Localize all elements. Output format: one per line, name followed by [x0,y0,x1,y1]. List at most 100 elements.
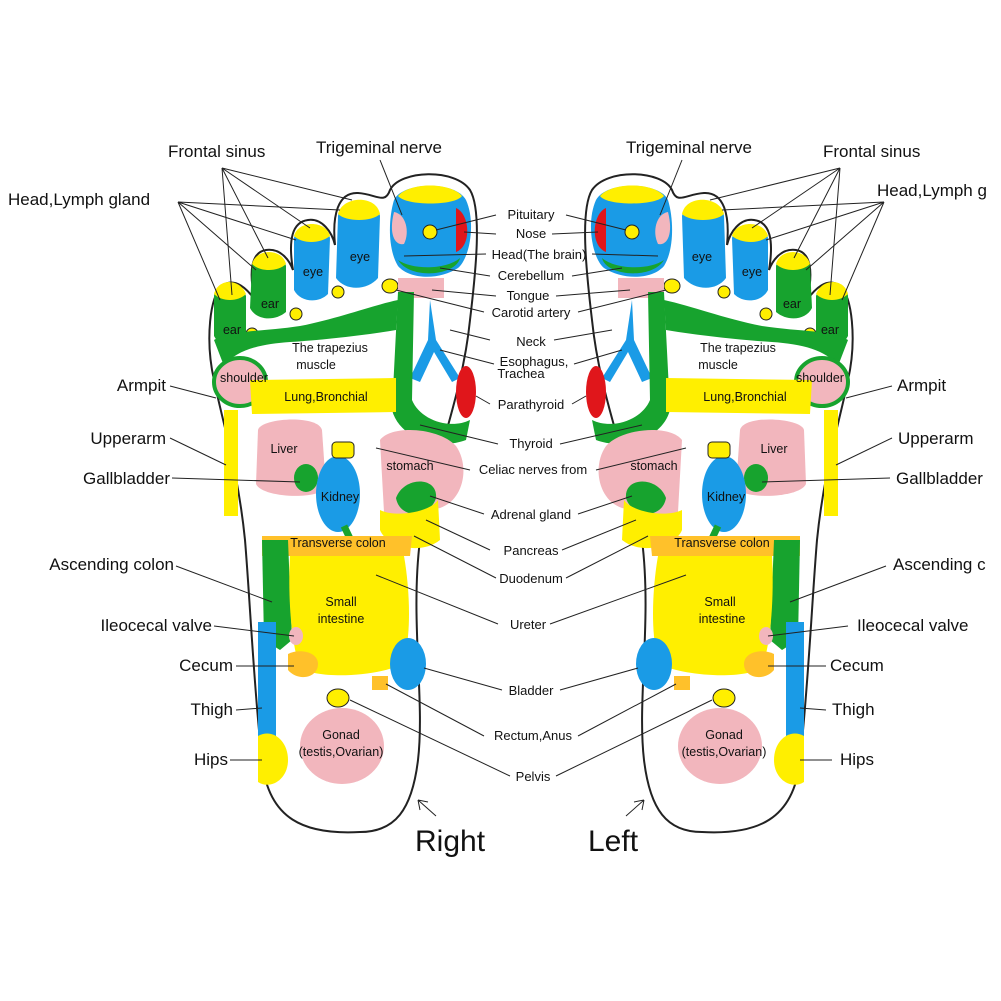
trapezius-green-band [214,300,398,366]
zone-label-lung-right: Lung,Bronchial [284,390,368,404]
zone-label-gonad-1-right: Gonad [322,728,360,742]
zone-label-gonad-2-left: (testis,Ovarian) [681,745,767,759]
zone-label-small-intestine-1-left: Small [704,595,736,609]
nose-red-zone [456,208,468,252]
label-frontal-sinus-right: Frontal sinus [168,142,266,161]
label-thigh-left: Thigh [832,700,875,719]
toe-2-tip-yellow [338,199,380,220]
label-cerebellum: Cerebellum [497,268,565,283]
zone-label-stomach-right: stomach [386,459,434,473]
label-armpit-left: Armpit [897,376,947,395]
esophagus-blue [410,300,460,382]
label-pancreas: Pancreas [503,543,559,558]
line-armpit-r [169,385,217,399]
zone-label-gonad-1-left: Gonad [705,728,743,742]
toe-3-tip-yellow [294,224,330,242]
zone-label-eye-1-left: eye [691,250,713,264]
adrenal-green [396,481,437,514]
zone-label-trapezius-2-right: muscle [296,358,336,372]
label-carotid-artery: Carotid artery [491,305,571,320]
toe-4-green [250,254,286,319]
label-duodenum: Duodenum [499,571,563,586]
label-head-lymph-left: Head,Lymph g [877,181,987,200]
line-thigh-r [235,707,263,711]
zone-label-shoulder-right: shoulder [220,371,268,385]
label-nose: Nose [515,226,547,241]
zone-label-kidney-left: Kidney [706,490,746,504]
arrow-left [625,799,645,817]
label-celiac-nerves: Celiac nerves from [478,462,588,477]
thyroid-green-band [392,292,470,444]
zone-label-small-intestine-1-right: Small [325,595,357,609]
eye-dot-2 [289,307,303,321]
arrow-right [417,799,437,817]
label-gallbladder-right: Gallbladder [83,469,170,488]
zone-label-trapezius-2-left: muscle [698,358,738,372]
cerebellum-green [398,258,460,274]
zone-label-eye-1-right: eye [349,250,371,264]
zone-label-eye-2-right: eye [302,265,324,279]
rectum-orange [372,676,388,690]
zone-label-stomach-left: stomach [630,459,678,473]
ileocecal-pink [289,627,303,645]
zone-label-gonad-2-right: (testis,Ovarian) [298,745,384,759]
line-center-l [549,214,713,777]
toe-3-blue [294,226,330,301]
line-head-lymph-l [721,201,885,301]
line-upperarm-r [169,437,227,466]
label-trigeminal-nerve-left: Trigeminal nerve [626,138,752,157]
big-toe-tip-yellow [398,185,462,204]
zone-label-kidney-right: Kidney [320,490,360,504]
line-trigeminal-l [659,159,683,216]
label-rectum-anus: Rectum,Anus [493,728,573,743]
label-thigh-right: Thigh [190,700,233,719]
zone-label-liver-right: Liver [270,442,298,456]
zone-label-ear-2-left: ear [820,323,840,337]
label-adrenal-gland: Adrenal gland [490,507,572,522]
adrenal-yellow [331,441,355,459]
line-center-r [349,214,511,777]
label-esophagus: Esophagus, [499,354,569,369]
label-gallbladder-left: Gallbladder [896,469,983,488]
carotid-dot [381,278,399,294]
line-gallbladder-l [761,477,891,483]
right-foot [208,173,478,834]
label-bladder: Bladder [508,683,554,698]
label-armpit-right: Armpit [116,376,166,395]
label-hips-right: Hips [193,750,228,769]
zone-label-ear-1-right: ear [260,297,280,311]
zone-label-trapezius-1-right: The trapezius [292,341,368,355]
label-ileocecal-valve-right: Ileocecal valve [100,616,212,635]
line-upperarm-l [835,437,893,466]
callout-lines [169,159,893,817]
gallbladder-green [294,464,318,492]
line-head-lymph-r [177,201,341,301]
toe-4-tip-yellow [252,252,286,270]
gonad-pink [300,708,384,784]
label-thyroid: Thyroid [509,436,553,451]
caption-left-foot: Left [588,825,639,858]
toe-2-blue [336,201,380,288]
toe-5-green [214,284,246,347]
line-armpit-l [845,385,893,399]
pituitary-dot [422,224,438,240]
line-gallbladder-r [171,477,301,483]
lung-yellow-band [250,378,396,414]
caption-right-foot: Right [415,825,486,858]
toe-5-tip-yellow [214,282,246,300]
line-trigeminal-r [379,159,403,216]
label-ascending-colon-right: Ascending colon [49,555,174,574]
zone-label-small-intestine-2-right: intestine [317,612,365,626]
cecum-orange [288,651,318,678]
line-ascending-l [789,565,887,603]
line-frontal-sinus-l [709,167,841,296]
zone-label-small-intestine-2-left: intestine [698,612,746,626]
label-parathyroid: Parathyroid [497,397,565,412]
label-neck: Neck [516,334,546,349]
small-intestine-yellow [289,556,409,676]
label-ureter: Ureter [509,617,547,632]
label-ascending-colon-left: Ascending c [893,555,986,574]
label-head-brain: Head(The brain) [491,247,587,262]
zone-label-transverse-colon-left: Transverse colon [674,536,770,550]
label-pelvis: Pelvis [515,769,551,784]
